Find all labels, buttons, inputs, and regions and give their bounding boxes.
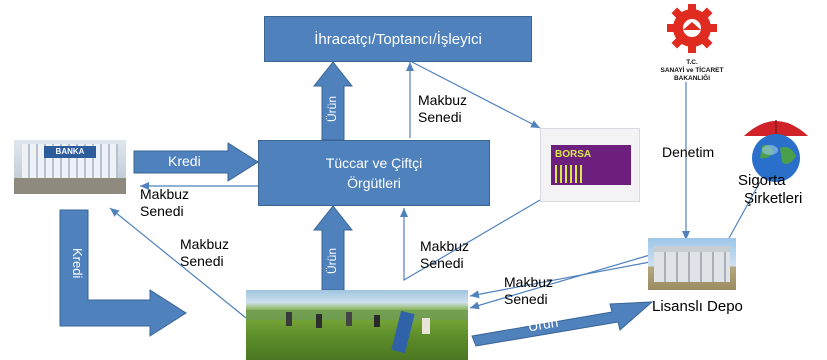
bank-image: BANKA — [14, 140, 126, 194]
urun-up-bottom-label: Ürün — [325, 247, 339, 274]
makbuz-label-bank: Makbuz Senedi — [140, 186, 190, 219]
exchange-sign: BORSA — [555, 149, 592, 160]
makbuz-label-exchange: Makbuz Senedi — [420, 238, 470, 271]
line-exporter-to-exchange — [411, 61, 541, 129]
line-depo-to-farm — [469, 261, 651, 299]
arrow-kredi-bank-to-trader — [133, 142, 259, 182]
ministry-line1: T.C. — [686, 59, 698, 66]
warehouse-image — [648, 238, 736, 290]
warehouse-label: Lisanslı Depo — [652, 298, 743, 315]
urun-up-top-label: Ürün — [325, 95, 339, 122]
trader-label-line2: Örgütleri — [347, 175, 401, 191]
arrow-urun-farm-to-warehouse — [471, 301, 654, 347]
exchange-image: BORSA — [540, 128, 640, 202]
ministry-logo: T.C. SANAYİ ve TİCARET BAKANLIĞI — [632, 3, 752, 84]
trader-box: Tüccar ve Çiftçi Örgütleri — [258, 140, 490, 206]
ministry-line3: BAKANLIĞI — [673, 75, 711, 82]
ministry-line2: SANAYİ ve TİCARET — [660, 67, 724, 74]
gear-icon — [667, 3, 717, 53]
exporter-box: İhracatçı/Toptancı/İşleyici — [264, 16, 532, 62]
makbuz-label-warehouse: Makbuz Senedi — [504, 274, 554, 307]
line-exchange-to-trader — [400, 199, 541, 282]
arrow-urun-farm-to-trader — [312, 205, 354, 291]
bank-sign: BANKA — [44, 146, 96, 158]
globe-umbrella-icon — [744, 120, 808, 182]
arrow-urun-trader-to-exporter — [312, 61, 354, 141]
kredi-left-label: Kredi — [70, 248, 85, 279]
arrow-kredi-bank-to-farm — [59, 209, 187, 337]
line-warehouse-to-exchange — [469, 254, 651, 310]
line-farm-to-bank — [109, 207, 247, 319]
insurance-label-line2: Şirketleri — [744, 190, 803, 207]
insurance-label-line1: Sigorta — [738, 172, 786, 189]
makbuz-label-farm-bank: Makbuz Senedi — [180, 236, 230, 269]
exporter-label: İhracatçı/Toptancı/İşleyici — [314, 30, 482, 48]
insurance-image — [736, 112, 816, 188]
line-insurance-to-warehouse — [727, 181, 761, 241]
makbuz-label-exporter: Makbuz Senedi — [418, 92, 468, 125]
kredi-top-label: Kredi — [168, 153, 201, 169]
denetim-label: Denetim — [662, 144, 715, 160]
trader-label-line1: Tüccar ve Çiftçi — [325, 155, 423, 171]
farm-image — [246, 290, 468, 360]
